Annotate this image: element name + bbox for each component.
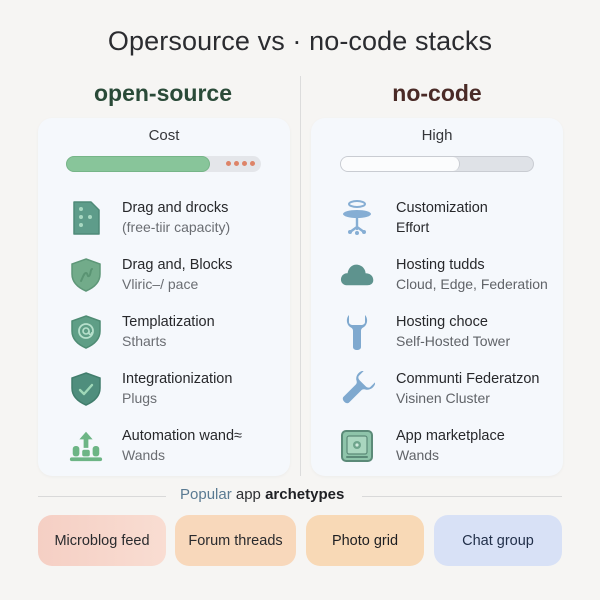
cloud-icon: [339, 257, 375, 293]
list-item: Drag and drocks (free-tiir capacity): [38, 198, 290, 242]
list-item: Integrationization Plugs: [38, 369, 290, 413]
item-label: Hosting choce: [396, 314, 488, 330]
shield-at-icon: [68, 314, 104, 350]
archetypes-header: Popular app archetypes: [38, 486, 562, 508]
title-word-popular: Popular: [180, 486, 232, 503]
wrench-icon: [339, 371, 375, 407]
open-source-heading: open-source: [93, 80, 233, 106]
network-node-icon: [339, 200, 375, 236]
item-label: Customization: [396, 200, 488, 216]
chip-photo-grid[interactable]: Photo grid: [306, 515, 424, 566]
title-word-archetypes: archetypes: [265, 486, 345, 503]
item-label: Drag and drocks: [122, 200, 229, 216]
cost-bar-fill: [66, 156, 211, 172]
item-sub: Vliric–/ pace: [122, 276, 199, 292]
list-item: Hosting tudds Cloud, Edge, Federation: [311, 255, 563, 299]
column-divider: [300, 76, 301, 476]
shield-squiggle-icon: [68, 257, 104, 293]
item-sub: Cloud, Edge, Federation: [396, 276, 548, 292]
cost-bar: [66, 156, 261, 172]
archetype-chips: Microblog feed Forum threads Photo grid …: [38, 515, 562, 567]
item-sub: Self-Hosted Tower: [396, 333, 511, 349]
item-label: Drag and, Blocks: [122, 257, 233, 273]
item-sub: Wands: [396, 447, 440, 463]
item-sub: Plugs: [122, 390, 158, 406]
list-item: App marketplace Wands: [311, 426, 563, 470]
effort-bar: [340, 156, 534, 172]
section-divider-left: [38, 496, 166, 497]
list-item: Customization Effort: [311, 198, 563, 242]
item-sub: Stharts: [122, 333, 167, 349]
chip-forum-threads[interactable]: Forum threads: [175, 515, 296, 566]
list-item: Templatization Stharts: [38, 312, 290, 356]
list-item: Hosting choce Self-Hosted Tower: [311, 312, 563, 356]
chip-microblog-feed[interactable]: Microblog feed: [38, 515, 166, 566]
page-title: Opersource vs · no-code stacks: [107, 26, 493, 56]
cost-label: Cost: [148, 127, 180, 144]
item-label: Integrationization: [122, 371, 233, 387]
chip-chat-group[interactable]: Chat group: [434, 515, 562, 566]
list-item: Drag and, Blocks Vliric–/ pace: [38, 255, 290, 299]
dots-document-icon: [68, 200, 104, 236]
item-sub: Visinen Cluster: [396, 390, 490, 406]
item-sub: Effort: [396, 219, 430, 235]
section-divider-right: [362, 496, 562, 497]
no-code-card: High Customization Effort Hosting tudds …: [311, 118, 563, 476]
list-item: Automation wand≈ Wands: [38, 426, 290, 470]
archetypes-title: Popular app archetypes: [180, 486, 344, 503]
item-label: Automation wand≈: [122, 428, 243, 444]
item-sub: (free-tiir capacity): [122, 219, 231, 235]
list-item: Communti Federatzon Visinen Cluster: [311, 369, 563, 413]
wrench-vertical-icon: [339, 314, 375, 350]
open-source-card: Cost Drag and drocks (free-tiir capacity…: [38, 118, 290, 476]
item-label: App marketplace: [396, 428, 505, 444]
title-word-app: app: [235, 486, 261, 503]
item-label: Hosting tudds: [396, 257, 485, 273]
item-label: Templatization: [122, 314, 215, 330]
no-code-heading: no-code: [392, 80, 482, 106]
effort-bar-fill: [341, 157, 461, 171]
safe-box-icon: [339, 428, 375, 464]
high-label: High: [421, 127, 453, 144]
cost-bar-dots: [226, 161, 255, 166]
upload-arrow-icon: [68, 428, 104, 464]
shield-check-icon: [68, 371, 104, 407]
item-sub: Wands: [122, 447, 166, 463]
item-label: Communti Federatzon: [396, 371, 540, 387]
